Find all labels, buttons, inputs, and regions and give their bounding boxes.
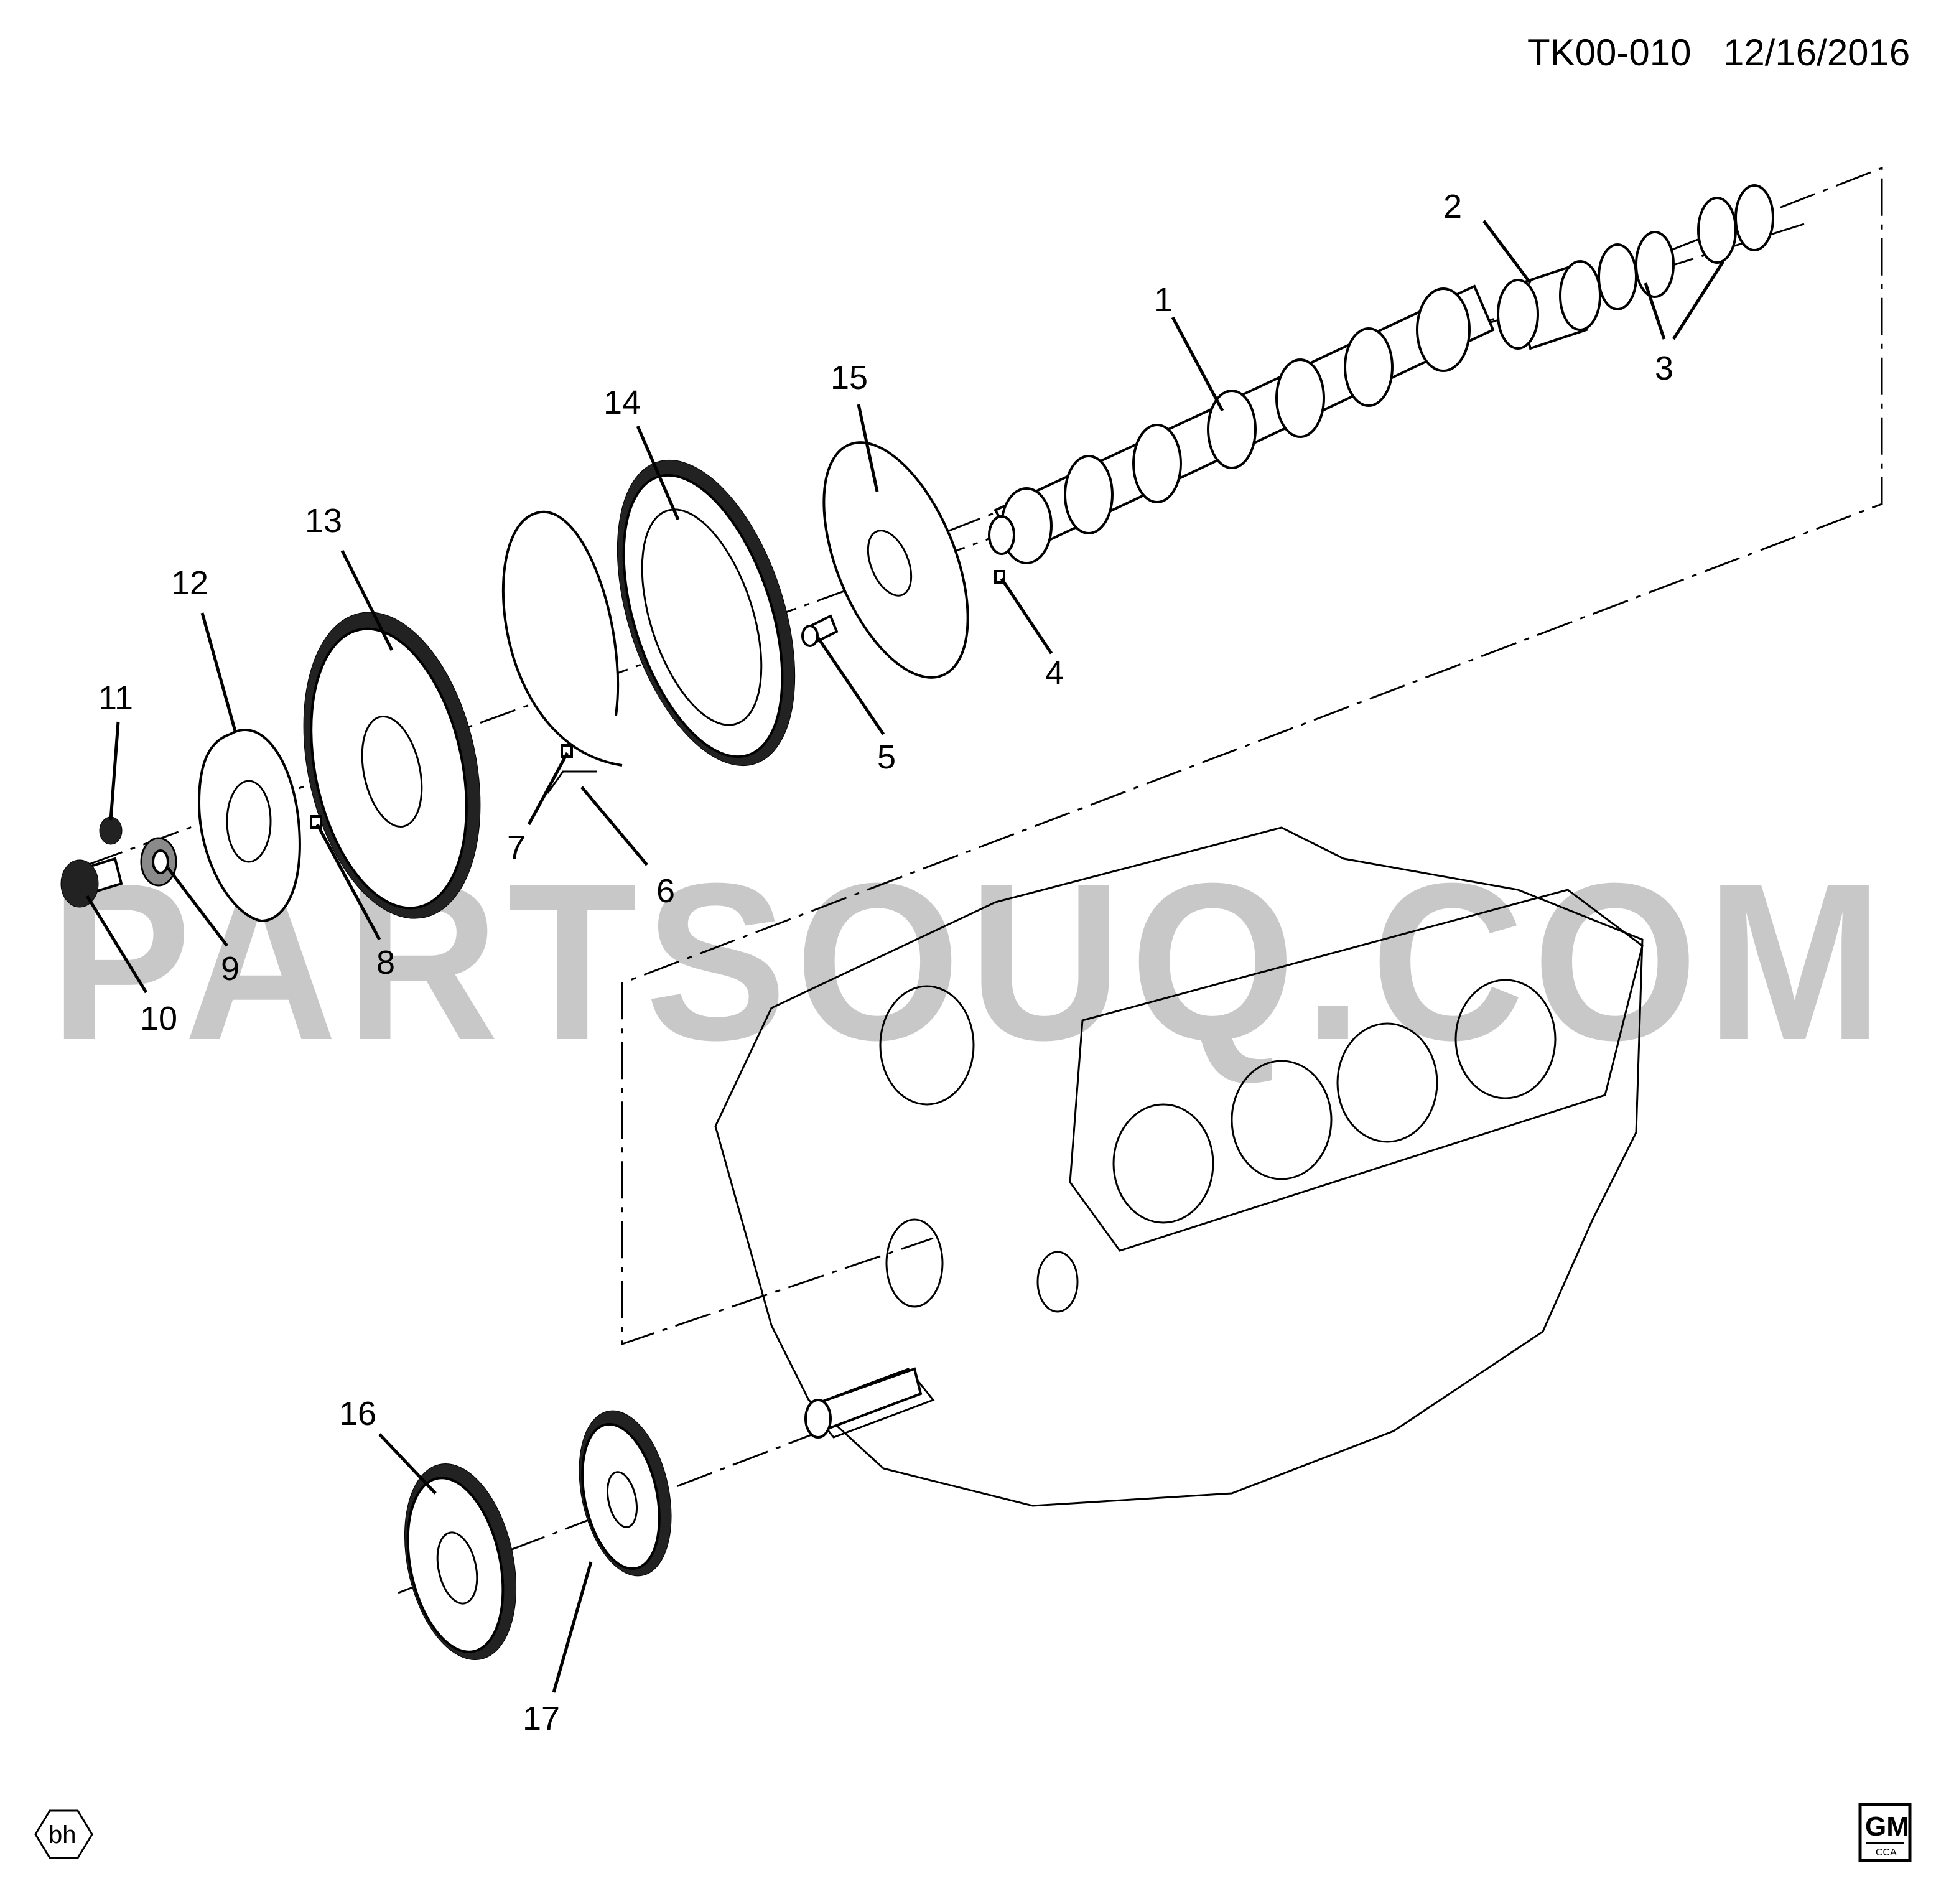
diagram-date: 12/16/2016: [1723, 32, 1910, 73]
cam-bearing-front: [1497, 260, 1601, 350]
diagram-code: TK00-010: [1527, 32, 1692, 73]
callout-13: 13: [305, 502, 342, 539]
retaining-ring: [501, 510, 623, 794]
callout-12: 12: [171, 564, 208, 602]
callout-labels: 1 2 3 4 5 6 7 8 9 10 11 12 13 14 15 16 1…: [98, 188, 1673, 1737]
callout-7: 7: [507, 829, 526, 866]
reluctor-ring: [822, 441, 969, 679]
bh-badge-text: bh: [49, 1821, 77, 1849]
callout-2: 2: [1443, 188, 1462, 225]
bh-badge: bh: [34, 1809, 93, 1859]
engine-block: [714, 826, 1644, 1507]
callout-4: 4: [1045, 655, 1064, 692]
leader-lines: [85, 220, 1725, 1693]
callout-10: 10: [140, 1000, 177, 1037]
callout-16: 16: [339, 1395, 376, 1432]
gm-logo-text: GM: [1865, 1811, 1909, 1842]
callout-11: 11: [98, 679, 133, 717]
watermark: PARTSOUQ.COM: [50, 837, 1891, 1087]
callout-3: 3: [1655, 350, 1673, 387]
callout-1: 1: [1154, 281, 1173, 319]
callout-15: 15: [831, 359, 868, 396]
washer: [140, 837, 177, 887]
cam-bearings-intermediate: [1598, 184, 1774, 310]
thrust-plate: [197, 729, 301, 923]
camshaft-gear: [617, 459, 796, 767]
callout-9: 9: [221, 950, 240, 987]
camshaft: [988, 284, 1495, 564]
drive-gear: [303, 612, 481, 919]
callout-5: 5: [877, 739, 896, 776]
thrust-plate-bolt: [99, 816, 123, 845]
cam-bolt-small: [801, 614, 839, 647]
crankshaft-gear-outer: [404, 1463, 517, 1660]
gm-logo-subtext: CCA: [1876, 1847, 1897, 1858]
callout-6: 6: [656, 872, 675, 910]
gm-logo: GM CCA: [1858, 1803, 1912, 1862]
callout-14: 14: [603, 384, 641, 421]
gear-bolt: [60, 857, 123, 908]
callout-17: 17: [523, 1700, 560, 1737]
crankshaft-gear-inner: [579, 1410, 672, 1577]
callout-8: 8: [376, 944, 395, 981]
